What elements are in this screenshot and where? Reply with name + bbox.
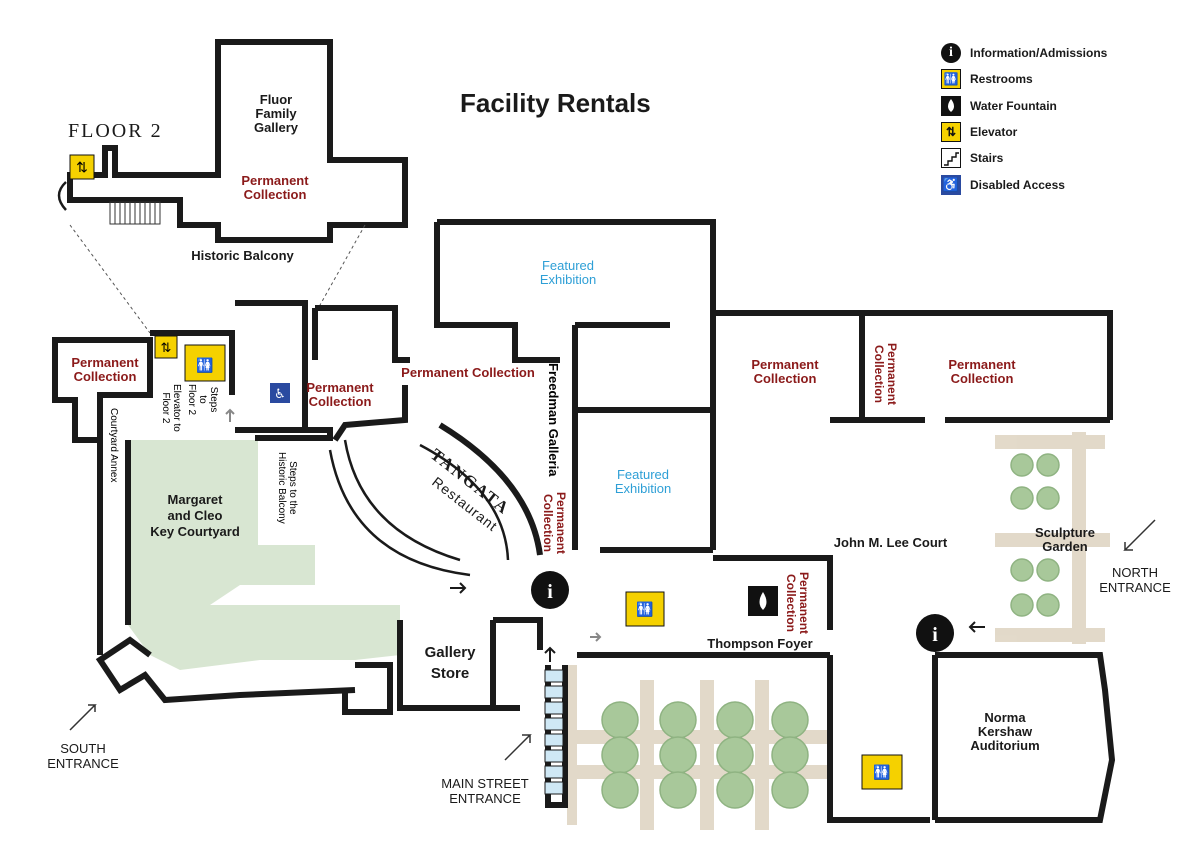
- steps-to-floor-2-label: Steps to Floor 2: [186, 384, 219, 416]
- gallery-store-label: Gallery Store: [424, 644, 476, 682]
- svg-text:🚻: 🚻: [873, 764, 890, 781]
- svg-text:🚻: 🚻: [636, 601, 653, 618]
- floor-2-stairs: [114, 202, 156, 224]
- featured-exhibition-top-label: Featured Exhibition: [539, 258, 597, 287]
- svg-text:i: i: [547, 581, 553, 603]
- steps-to-historic-balcony-label: Steps to the Historic Balcony: [276, 452, 298, 524]
- restaurant-arc: [328, 422, 543, 577]
- water-fountain-icon: [941, 95, 961, 116]
- svg-text:⇅: ⇅: [76, 159, 88, 175]
- floor-2-label: FLOOR 2: [68, 120, 163, 142]
- permanent-collection-east1-label: Permanent Collection: [751, 357, 819, 386]
- map-info-center: i: [531, 571, 569, 609]
- courtyard-area-2: [355, 605, 400, 660]
- john-lee-court-label: John M. Lee Court: [833, 535, 948, 550]
- main-street-entrance-label: MAIN STREET ENTRANCE: [441, 776, 529, 806]
- permanent-collection-fountain-vertical-label: Permanent Collection: [784, 572, 811, 635]
- legend-label: Elevator: [970, 125, 1018, 140]
- legend-label: Water Fountain: [970, 98, 1057, 113]
- elevator-icon: ⇅: [941, 122, 961, 143]
- permanent-collection-west-label: Permanent Collection: [71, 355, 139, 384]
- elevator-to-floor-2-label: Elevator to Floor 2: [160, 384, 182, 432]
- legend-label: Stairs: [970, 151, 1004, 166]
- main-garden-paths: [567, 665, 827, 830]
- permanent-collection-east-vertical-label: Permanent Collection: [872, 343, 899, 406]
- historic-balcony-label: Historic Balcony: [191, 248, 294, 263]
- svg-text:♿: ♿: [274, 387, 286, 402]
- legend-label: Information/Admissions: [970, 46, 1108, 61]
- disabled-access-icon: ♿: [941, 174, 961, 195]
- stairs-icon: [941, 148, 961, 169]
- svg-text:⇅: ⇅: [161, 340, 172, 355]
- map-elevator-floor2: ⇅: [69, 154, 95, 180]
- permanent-collection-east2-label: Permanent Collection: [948, 357, 1016, 386]
- permanent-collection-galleria-vertical-label: Permanent Collection: [541, 492, 568, 555]
- map-water-fountain: [748, 586, 778, 616]
- svg-text:🚻: 🚻: [196, 357, 213, 374]
- legend-label: Restrooms: [970, 72, 1033, 87]
- sculpture-garden-label: Sculpture Garden: [1035, 525, 1095, 554]
- restroom-icon: 🚻: [941, 69, 961, 90]
- map-restroom-west: 🚻: [184, 344, 226, 382]
- thompson-foyer-label: Thompson Foyer: [707, 636, 813, 651]
- ground-floor-walls: [52, 219, 1116, 823]
- map-restroom-east: 🚻: [861, 754, 903, 790]
- courtyard-annex-label: Courtyard Annex: [108, 408, 119, 483]
- entrance-arrows: [69, 519, 1156, 761]
- courtyard-area: [128, 440, 355, 670]
- permanent-collection-center-label: Permanent Collection: [306, 380, 374, 409]
- legend-item-stairs: Stairs: [940, 145, 1107, 171]
- map-info-north: i: [916, 614, 954, 652]
- trees: [601, 453, 1060, 809]
- legend-item-disabled-access: ♿ Disabled Access: [940, 171, 1107, 197]
- sculpture-garden-paths: [995, 432, 1110, 644]
- info-icon: i: [941, 43, 961, 64]
- map-restroom-center: 🚻: [625, 591, 665, 627]
- freedman-galleria-label: Freedman Galleria: [546, 363, 561, 477]
- legend-item-elevator: ⇅ Elevator: [940, 119, 1107, 145]
- legend-label: Disabled Access: [970, 177, 1065, 192]
- south-entrance-label: SOUTH ENTRANCE: [47, 741, 119, 771]
- fluor-family-gallery-label: Fluor Family Gallery: [253, 92, 299, 135]
- map-disabled-access: ♿: [270, 383, 290, 403]
- map-legend: i Information/Admissions 🚻 Restrooms Wat…: [940, 40, 1107, 198]
- permanent-collection-floor2-label: Permanent Collection: [241, 173, 309, 202]
- svg-text:i: i: [932, 624, 938, 646]
- legend-item-water-fountain: Water Fountain: [940, 93, 1107, 119]
- page-title: Facility Rentals: [460, 88, 651, 118]
- direction-arrows: [225, 408, 985, 662]
- featured-exhibition-middle-label: Featured Exhibition: [614, 467, 672, 496]
- map-elevator-west: ⇅: [154, 335, 178, 359]
- legend-item-restrooms: 🚻 Restrooms: [940, 66, 1107, 92]
- permanent-collection-corridor-label: Permanent Collection: [401, 365, 535, 380]
- courtyard-columns: [99, 440, 129, 655]
- legend-item-info: i Information/Admissions: [940, 40, 1107, 66]
- key-courtyard-label: Margaret and Cleo Key Courtyard: [150, 492, 240, 539]
- main-entrance-glass: [544, 669, 564, 795]
- kershaw-auditorium-label: Norma Kershaw Auditorium: [970, 710, 1040, 753]
- north-entrance-label: NORTH ENTRANCE: [1099, 565, 1171, 595]
